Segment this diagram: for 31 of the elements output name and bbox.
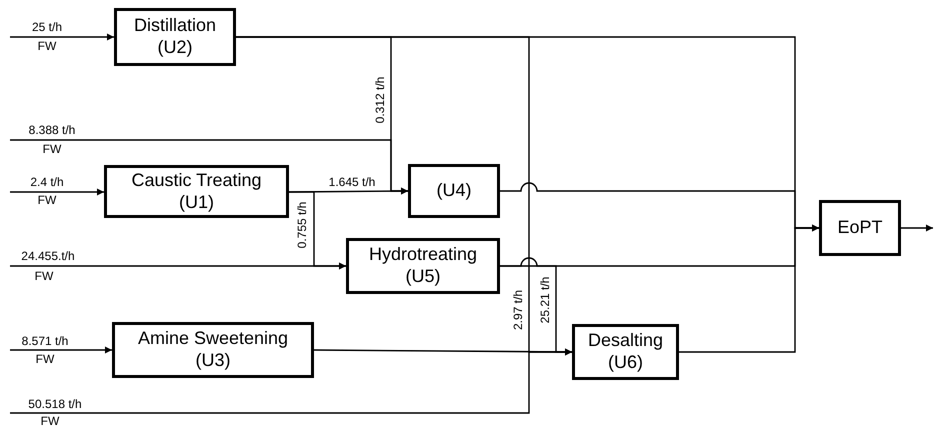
edge-label: 25 t/h xyxy=(32,21,62,33)
edge-label: 2.4 t/h xyxy=(30,176,64,188)
edge-label: 0.312 t/h xyxy=(374,76,386,124)
edge-label: 8.388 t/h xyxy=(28,124,76,136)
process-box: Amine Sweetening (U3) xyxy=(112,322,314,378)
stream-label: FW xyxy=(36,353,54,365)
flow-arrow xyxy=(901,224,933,232)
stream-label: FW xyxy=(34,270,54,282)
process-box: Hydrotreating (U5) xyxy=(346,238,500,294)
edge-label: 50.518 t/h xyxy=(28,398,82,410)
edge-label: 8.571 t/h xyxy=(22,335,68,347)
edge-label: 1.645 t/h xyxy=(328,176,376,188)
process-box: EoPT xyxy=(819,200,901,256)
edge-label: 24.455.t/h xyxy=(21,250,75,262)
edge-label: 0.755 t/h xyxy=(296,202,308,248)
process-box: Caustic Treating (U1) xyxy=(104,165,289,218)
edge-label: 2.97 t/h xyxy=(512,290,524,330)
flow-arrow xyxy=(314,348,572,356)
stream-label: FW xyxy=(40,415,60,427)
stream-label: FW xyxy=(38,194,56,206)
flow-arrow xyxy=(10,346,112,354)
edge-label: 25.21 t/h xyxy=(539,276,551,324)
process-box: (U4) xyxy=(408,164,500,218)
flow-arrow xyxy=(289,191,346,270)
process-box: Distillation (U2) xyxy=(114,8,236,66)
flow-arrow xyxy=(679,224,819,353)
stream-label: FW xyxy=(38,40,56,52)
flow-arrow xyxy=(10,34,114,40)
process-box: Desalting (U6) xyxy=(572,324,679,380)
flow-arrow xyxy=(10,188,104,196)
stream-label: FW xyxy=(42,143,62,155)
